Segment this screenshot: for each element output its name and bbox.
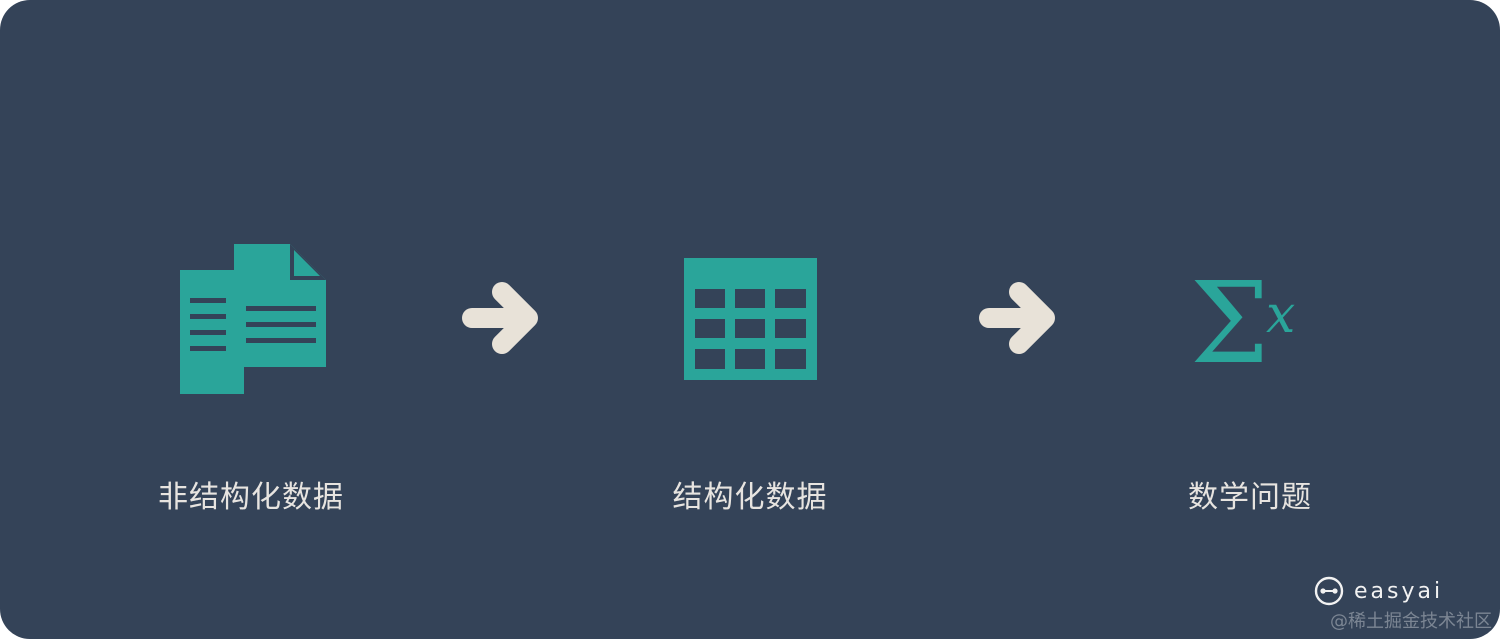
sigma-symbol: Σ (1190, 262, 1269, 372)
stage-label-unstructured: 非结构化数据 (158, 480, 344, 515)
variable-x: x (1266, 285, 1295, 345)
stage-label-math: 数学问题 (1188, 480, 1312, 515)
sigma-x-icon: Σ x (1190, 262, 1295, 372)
stage-label-structured: 结构化数据 (672, 480, 828, 515)
arrow-right-icon (979, 282, 1055, 354)
arrow-right-icon (462, 282, 538, 354)
documents-icon (180, 244, 326, 394)
watermark: @稀土掘金技术社区 (1330, 611, 1492, 632)
brand-name: easyai (1354, 578, 1444, 604)
easyai-logo-icon (1314, 576, 1344, 606)
brand-logo: easyai (1314, 573, 1443, 609)
table-grid-icon (684, 258, 817, 380)
